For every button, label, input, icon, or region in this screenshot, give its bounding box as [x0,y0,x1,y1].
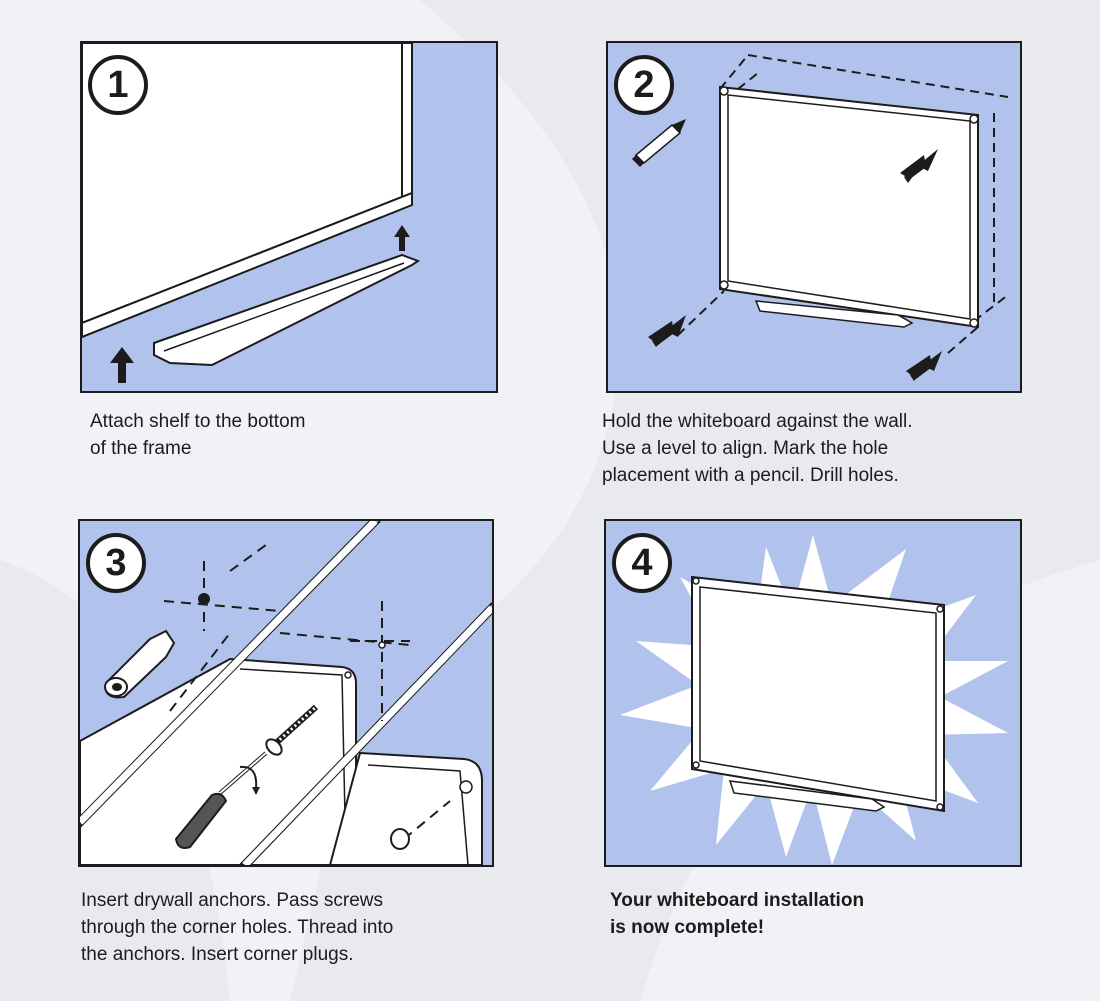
step-1-illustration: 1 [80,41,498,393]
step-number-3: 3 [105,542,127,584]
step-number-1: 1 [107,64,129,106]
step-4-illustration: 4 [604,519,1022,867]
pencil-icon [632,119,686,167]
step-4-caption: Your whiteboard installation is now comp… [610,890,865,938]
screw-icon [265,704,319,756]
step-3-illustration: 3 [78,519,494,867]
corner-plug-icon [390,828,410,850]
up-arrow-icon [394,225,410,251]
up-arrow-icon [110,347,134,383]
step-number-2: 2 [633,64,655,106]
step-number-4: 4 [631,542,653,584]
arrow-icon [906,351,942,381]
step-1-caption: Attach shelf to the bottom of the frame [90,411,306,459]
drywall-anchor-icon [104,629,176,699]
arrow-icon [648,315,686,347]
screwdriver-icon [174,751,268,849]
step-2-illustration: 2 [606,41,1022,393]
step-2-caption: Hold the whiteboard against the wall. Us… [602,411,913,486]
step-3-caption: Insert drywall anchors. Pass screws thro… [81,890,394,965]
arrow-icon [900,149,938,183]
